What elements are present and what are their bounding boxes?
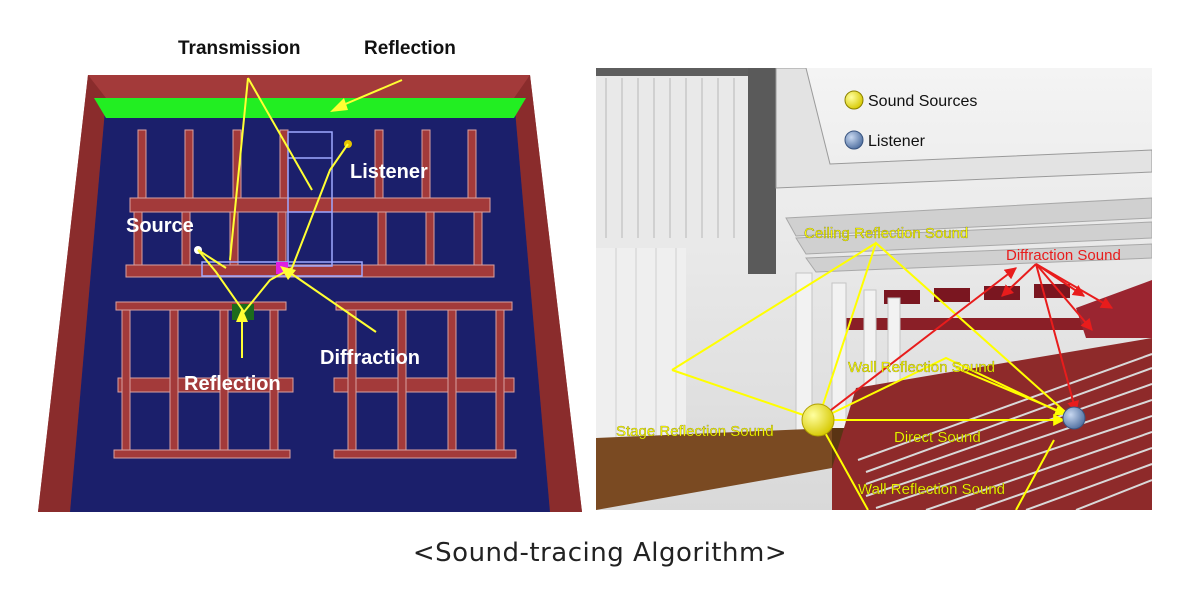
red-rays xyxy=(817,263,1114,421)
label-pointers xyxy=(229,77,403,358)
wall-reflection-arrow xyxy=(955,367,1068,416)
reflection-bottom-arrowhead xyxy=(236,308,248,322)
lower-long-wall-left xyxy=(117,377,294,393)
right-balcony xyxy=(1076,280,1152,338)
stage-floor xyxy=(596,428,832,510)
reflection-top-arrowhead xyxy=(330,98,348,112)
reflection-bottom-label: Reflection xyxy=(184,373,281,395)
proscenium-column xyxy=(748,68,776,274)
hall-ray-svg: Sound Sources Listener Ceiling Reflectio… xyxy=(596,67,1153,511)
direct-sound-label: Direct Sound xyxy=(894,429,981,446)
diffraction-arrowhead xyxy=(280,266,296,280)
figure-caption: <Sound-tracing Algorithm> xyxy=(412,538,788,568)
sound-source-sphere xyxy=(801,403,835,437)
balcony-band xyxy=(836,318,1152,330)
right-wall-shade xyxy=(514,75,582,512)
upper-long-wall xyxy=(129,197,491,213)
diffraction-sound-label: Diffraction Sound xyxy=(1006,247,1121,264)
yellow-rays xyxy=(671,241,1073,511)
left-wall-shade xyxy=(38,75,106,512)
stage-reflection-label: Stage Reflection Sound xyxy=(616,423,774,440)
proscenium-top xyxy=(596,68,776,76)
legend-sound-sources: Sound Sources xyxy=(868,93,977,110)
reflection-top-label: Reflection xyxy=(364,40,456,59)
wall-reflection-lower-label: Wall Reflection Sound xyxy=(858,481,1005,498)
mid-long-wall xyxy=(125,264,495,278)
stage-wall-panels xyxy=(615,248,677,438)
lower-partitions xyxy=(113,301,517,459)
wall-reflection-lower-ray xyxy=(817,419,869,511)
legend-source-icon xyxy=(844,90,864,110)
legend-listener: Listener xyxy=(868,133,926,150)
upper-partitions xyxy=(125,129,495,278)
lower-long-wall-right xyxy=(333,377,515,393)
stage-left-ray xyxy=(671,369,819,421)
diffraction-label: Diffraction xyxy=(320,347,420,369)
left-tower xyxy=(596,68,772,248)
top-green-strip xyxy=(94,98,526,118)
ceiling-reflection-label: Ceiling Reflection Sound xyxy=(804,225,968,242)
room-ray-svg: Transmission Reflection Listener Source … xyxy=(38,38,582,512)
source-label: Source xyxy=(126,215,194,237)
wall-reflection-upper-label: Wall Reflection Sound xyxy=(848,359,995,376)
listener-sphere xyxy=(1062,406,1086,430)
listener-label: Listener xyxy=(350,161,428,183)
seat-rows xyxy=(857,353,1153,511)
ceiling-panels xyxy=(785,197,1153,273)
legend-listener-icon xyxy=(844,130,864,150)
hall-ray-diagram: Sound Sources Listener Ceiling Reflectio… xyxy=(596,67,1153,511)
sound-rays xyxy=(197,143,349,314)
transmission-label: Transmission xyxy=(178,40,301,59)
room-ray-diagram: Transmission Reflection Listener Source … xyxy=(30,38,590,520)
stage-left-wall xyxy=(596,248,686,438)
